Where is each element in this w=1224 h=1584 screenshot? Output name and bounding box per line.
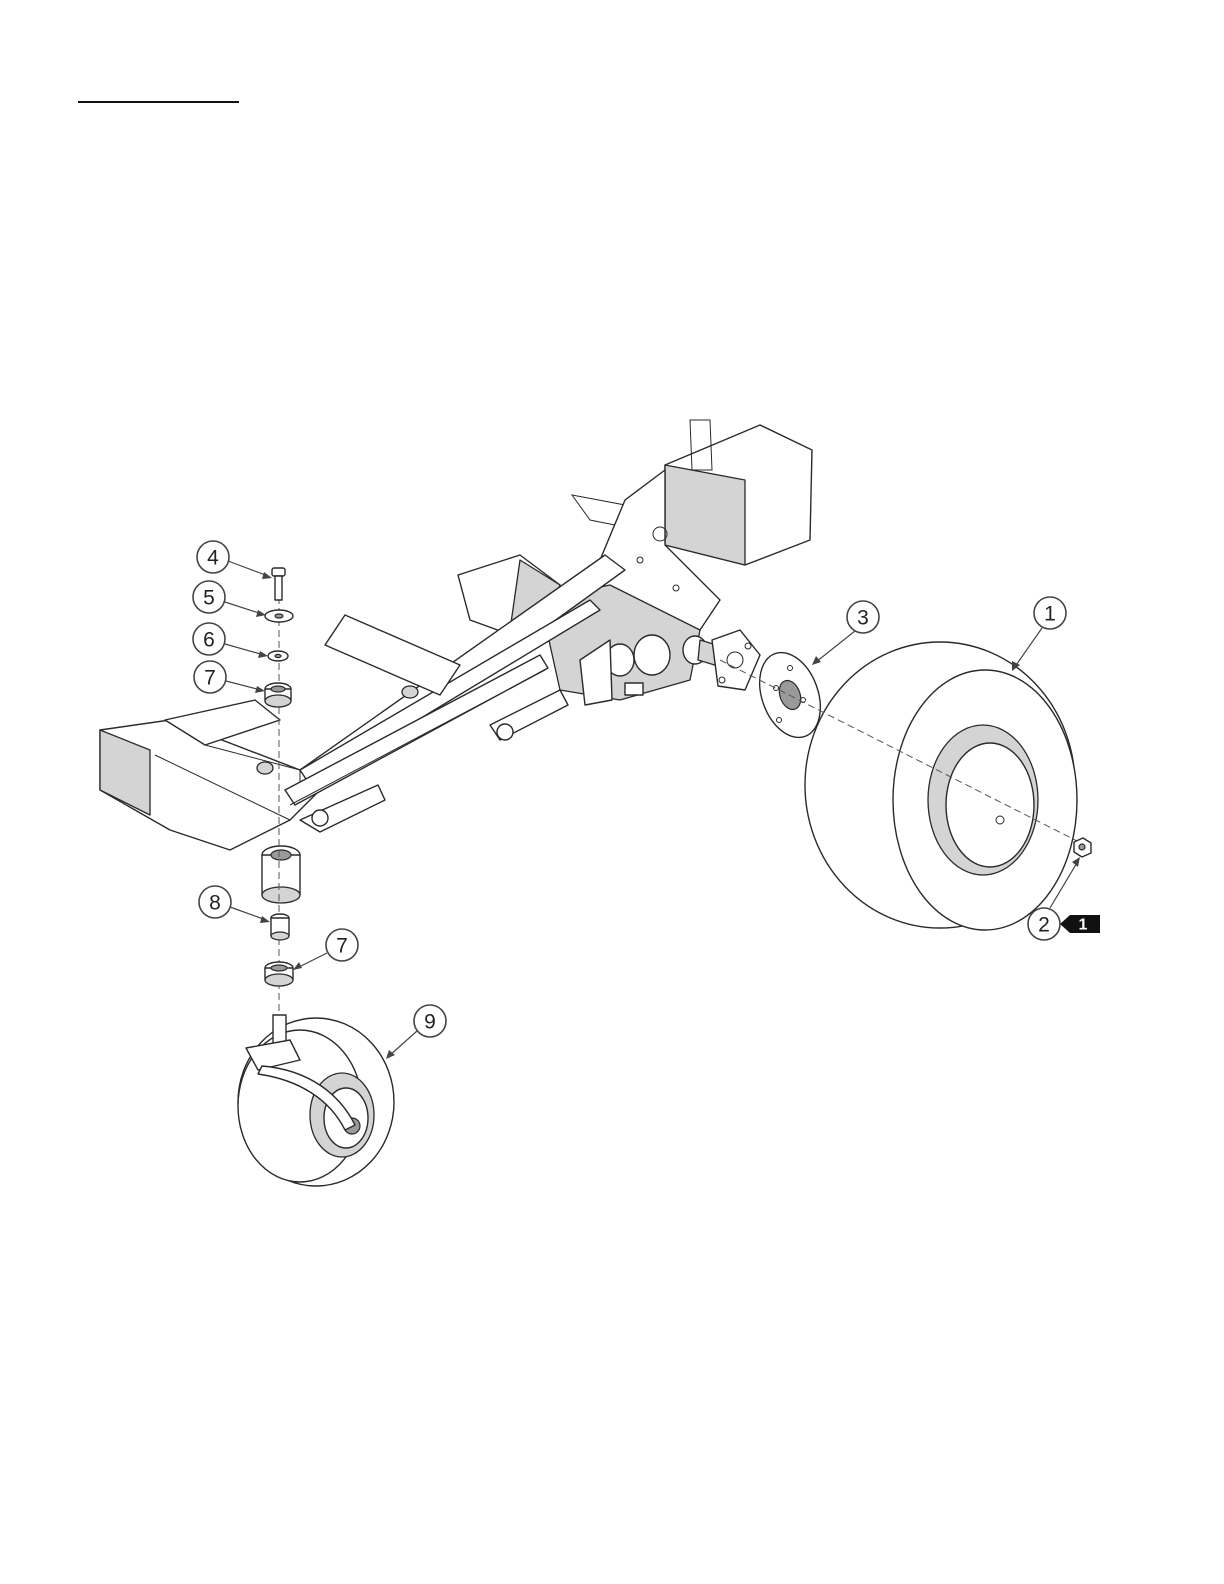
callout-7-lower-label: 7 [336, 935, 348, 958]
callout-4: 4 [197, 541, 272, 579]
callout-7-upper-label: 7 [204, 667, 216, 690]
caster-wheel-part-9 [238, 1015, 394, 1186]
callout-3: 3 [812, 601, 879, 665]
washer-part-6 [268, 651, 288, 661]
callout-6-label: 6 [203, 629, 215, 652]
bearing-part-7-upper [265, 683, 291, 707]
note-tag: 1 [1060, 915, 1100, 934]
spacer-part-8 [271, 914, 289, 940]
callout-7-lower: 7 [293, 929, 358, 970]
drive-wheel-part-1 [805, 642, 1077, 930]
callout-3-label: 3 [857, 607, 869, 630]
callout-5-label: 5 [203, 587, 215, 610]
callout-2-label: 2 [1038, 914, 1050, 937]
callout-6: 6 [193, 623, 268, 658]
washer-part-5 [265, 610, 293, 622]
lug-nut-part-2 [1074, 838, 1091, 857]
callout-9-label: 9 [424, 1011, 436, 1034]
callout-4-label: 4 [207, 547, 219, 570]
callout-8-label: 8 [209, 892, 221, 915]
callout-9: 9 [386, 1005, 446, 1059]
callout-5: 5 [193, 581, 266, 617]
callout-7-upper: 7 [194, 661, 265, 693]
callout-8: 8 [199, 886, 270, 923]
callout-1: 1 [1012, 597, 1066, 671]
note-tag-label: 1 [1079, 917, 1088, 934]
bearing-part-7-lower [265, 962, 293, 986]
bolt-part-4 [272, 568, 285, 600]
callout-1-label: 1 [1044, 603, 1056, 626]
